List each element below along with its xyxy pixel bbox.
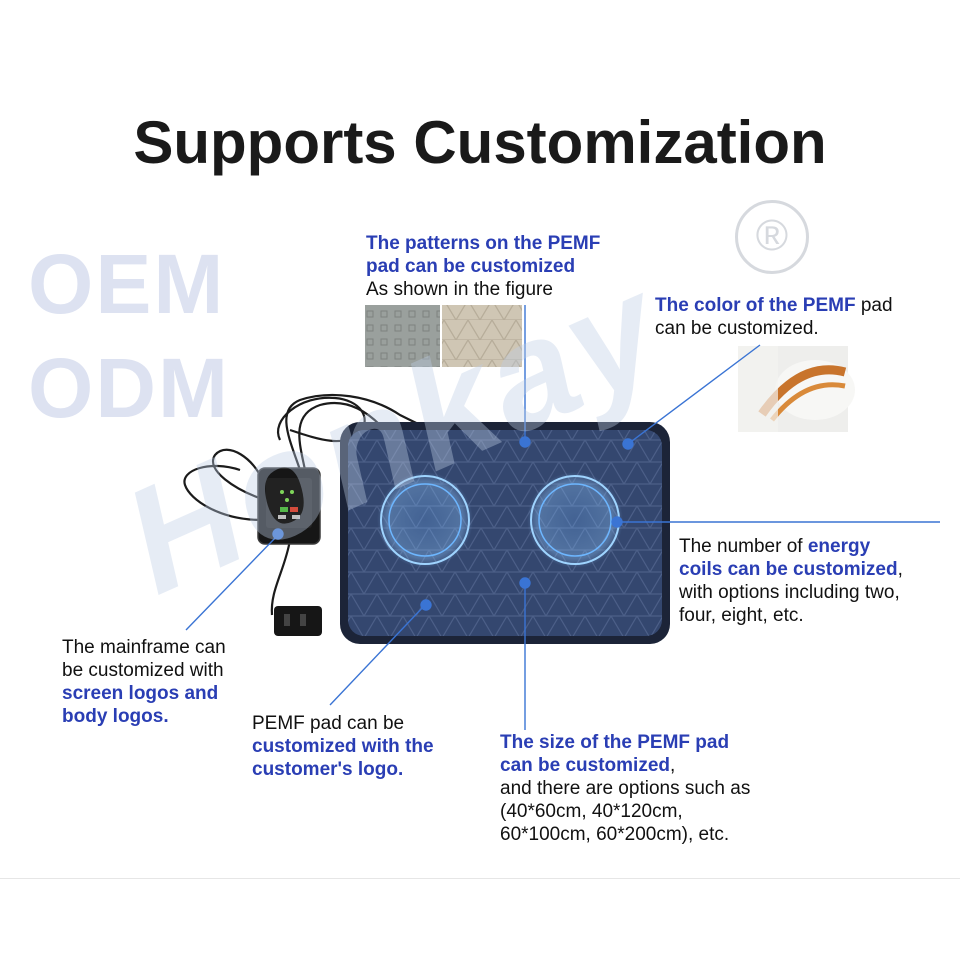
energy-coil-right <box>527 472 623 568</box>
watermark-oem: OEM <box>28 237 226 331</box>
caption-mainframe-line3: screen logos and <box>62 683 219 704</box>
caption-coils-line3: with options including two, <box>679 582 900 603</box>
registered-mark-icon: ® <box>735 200 809 274</box>
caption-logo-line2: customized with the <box>252 736 434 757</box>
caption-coils: The number of energy coils can be custom… <box>679 535 903 627</box>
caption-size-line3: and there are options such as <box>500 778 751 799</box>
caption-mainframe-line2: be customized with <box>62 660 224 681</box>
color-swatch-image <box>738 346 855 432</box>
caption-patterns-line2: pad can be customized <box>366 256 576 277</box>
bottom-divider <box>0 878 960 879</box>
caption-logo-line3: customer's logo. <box>252 759 404 780</box>
caption-color-line2: can be customized. <box>655 318 819 339</box>
caption-coils-line1-blue: energy <box>807 536 871 557</box>
caption-size-line5: 60*100cm, 60*200cm), etc. <box>500 824 730 845</box>
page-title: Supports Customization <box>133 109 827 176</box>
energy-coil-left <box>377 472 473 568</box>
callout-pointers <box>185 305 940 730</box>
caption-patterns-line1: The patterns on the PEMF <box>366 233 601 254</box>
caption-coils-line2-blue: coils can be customized <box>679 559 898 580</box>
watermark-odm: ODM <box>28 341 230 435</box>
caption-logo: PEMF pad can be customized with the cust… <box>252 712 434 781</box>
controller-cables <box>183 393 441 616</box>
caption-color-line1-blue: The color of the PEMF <box>655 295 856 316</box>
caption-size-line2-blue: can be customized <box>500 755 670 776</box>
caption-mainframe-line1: The mainframe can <box>62 637 226 658</box>
caption-patterns: The patterns on the PEMF pad can be cust… <box>366 232 600 301</box>
controller-device <box>257 467 321 545</box>
caption-size-line2-plain: , <box>670 755 676 776</box>
caption-size-line1: The size of the PEMF pad <box>500 732 730 753</box>
caption-mainframe-line4: body logos. <box>62 706 169 727</box>
pattern-swatch-beige <box>442 305 522 367</box>
caption-coils-line4: four, eight, etc. <box>679 605 804 626</box>
caption-color: The color of the PEMF pad can be customi… <box>655 294 893 340</box>
power-adapter <box>274 606 322 636</box>
caption-size: The size of the PEMF pad can be customiz… <box>500 731 750 846</box>
caption-patterns-line3: As shown in the figure <box>366 279 553 300</box>
caption-mainframe: The mainframe can be customized with scr… <box>62 636 226 728</box>
caption-coils-line2-plain: , <box>897 559 903 580</box>
caption-size-line4: (40*60cm, 40*120cm, <box>500 801 683 822</box>
caption-coils-line1-plain: The number of <box>679 536 808 557</box>
pattern-swatch-grey <box>365 305 440 367</box>
caption-color-line1-plain: pad <box>855 295 893 316</box>
caption-logo-line1: PEMF pad can be <box>252 713 405 734</box>
